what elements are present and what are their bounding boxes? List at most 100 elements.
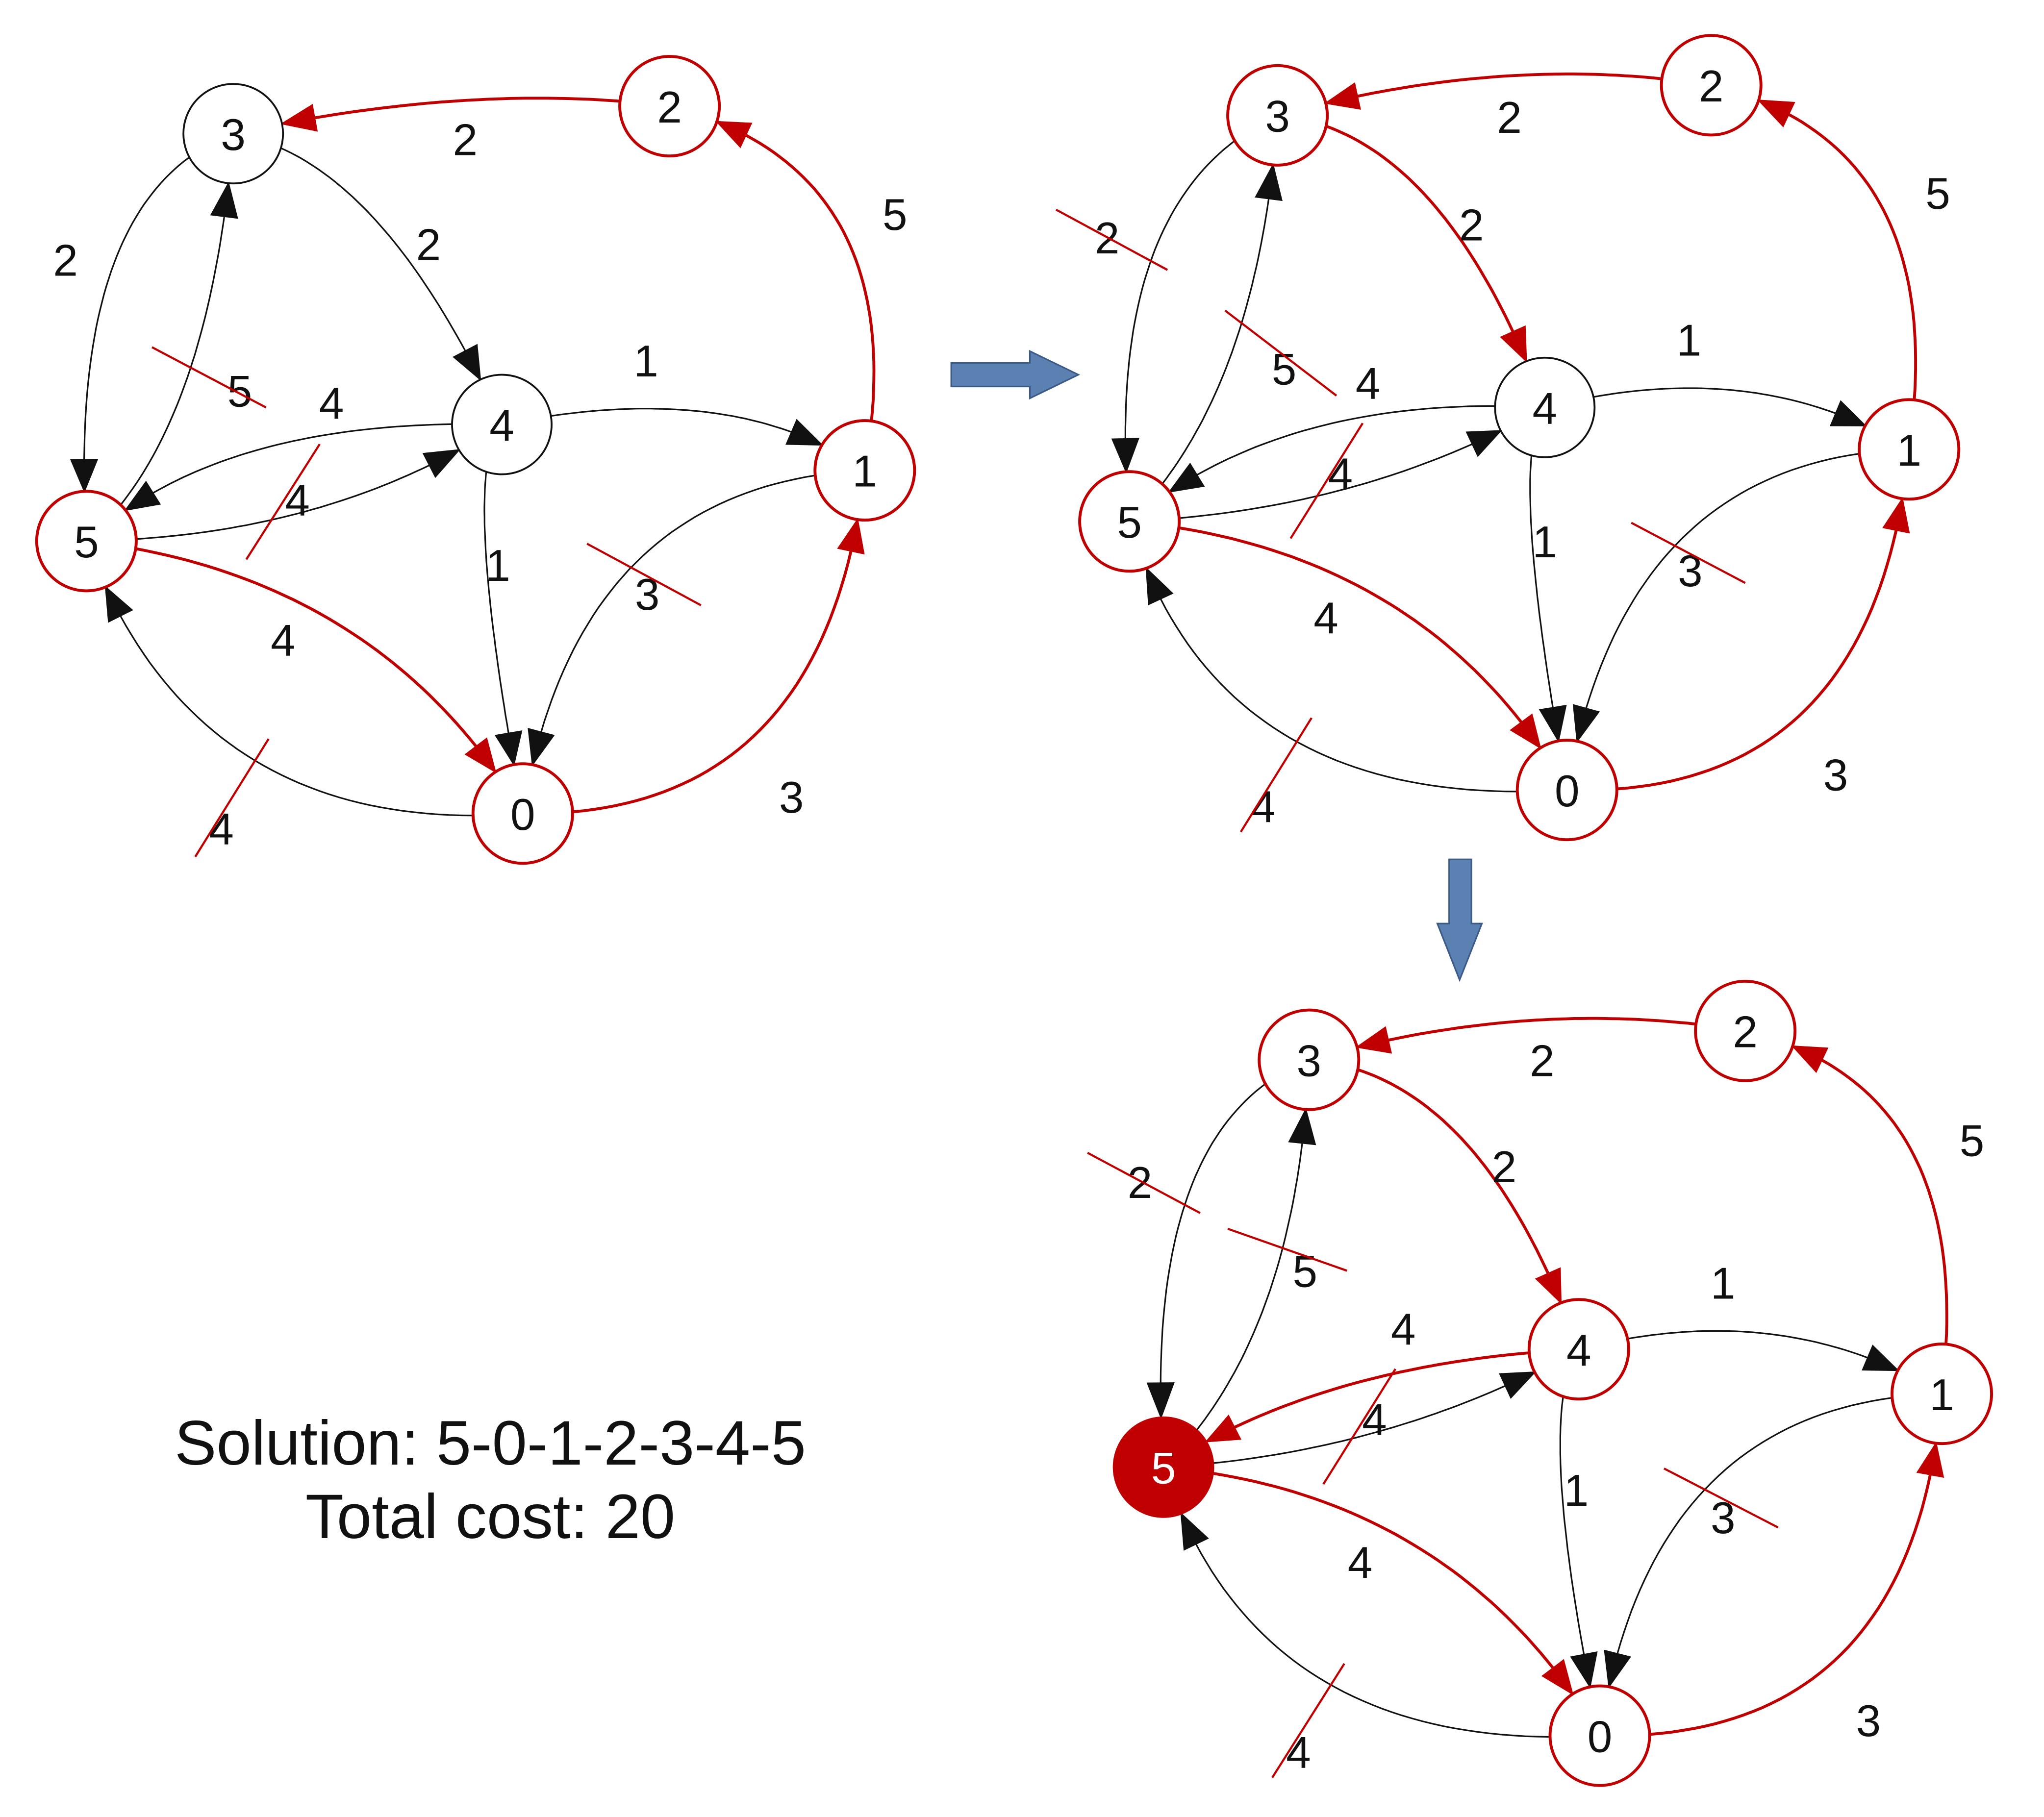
edge-n1-to-n0: [1585, 453, 1860, 709]
edge-weight-n3-to-n5: 2: [1128, 1158, 1153, 1208]
edge-weight-n4-to-n5: 4: [1356, 359, 1381, 409]
arrowhead-n3-to-n5: [70, 459, 99, 493]
arrowhead-n2-to-n3: [280, 104, 318, 132]
arrowhead-n0-to-n1: [1916, 1441, 1944, 1478]
edge-n1-to-n0: [1616, 1397, 1893, 1654]
edge-n5-to-n3: [1196, 1143, 1303, 1431]
edge-n5-to-n0: [1212, 1471, 1554, 1669]
node-label: 5: [74, 518, 99, 567]
node-2: 2: [1694, 979, 1797, 1082]
strike-mark: [1271, 1663, 1345, 1778]
edge-weight-n2-to-n3: 2: [1530, 1036, 1555, 1086]
edge-weight-n5-to-n4: 4: [285, 476, 310, 525]
arrowhead-n4-to-n1: [1829, 400, 1867, 426]
node-0: 0: [471, 762, 574, 865]
node-label: 3: [1296, 1036, 1321, 1086]
edge-n5-to-n4: [136, 464, 430, 540]
node-5: 5: [1112, 1416, 1214, 1518]
arrowhead-n5-to-n0: [464, 737, 497, 773]
edge-n4-to-n0: [1529, 455, 1554, 708]
node-circle: [1494, 356, 1596, 458]
node-2: 2: [1660, 34, 1763, 137]
node-1: 1: [813, 419, 916, 522]
node-label: 4: [1533, 384, 1558, 433]
solution-summary: Solution: 5-0-1-2-3-4-5 Total cost: 20: [147, 1407, 833, 1554]
edge-n5-to-n3: [1161, 199, 1270, 485]
node-5: 5: [1078, 470, 1181, 573]
edge-n4-to-n5: [1196, 405, 1495, 476]
node-label: 2: [1699, 62, 1724, 111]
arrowhead-n4-to-n0: [1539, 704, 1567, 743]
edge-weight-n2-to-n3: 2: [1497, 93, 1522, 143]
edge-weight-n5-to-n3: 5: [227, 367, 252, 417]
arrowhead-n0-to-n5: [104, 585, 133, 623]
node-label: 1: [1929, 1370, 1954, 1420]
arrowhead-n4-to-n1: [1862, 1344, 1900, 1371]
node-5: 5: [35, 490, 138, 593]
edge-n1-to-n2: [745, 134, 876, 422]
edge-weight-n4-to-n1: 1: [1676, 316, 1701, 365]
edge-weight-n4-to-n1: 1: [1711, 1259, 1736, 1309]
edge-weight-n1-to-n0: 3: [635, 570, 660, 620]
node-1: 1: [1891, 1343, 1994, 1445]
solution-total-cost: Total cost: 20: [305, 1482, 676, 1552]
node-4: 4: [1494, 356, 1596, 458]
arrowhead-n4-to-n5: [124, 480, 161, 511]
edge-n5-to-n0: [135, 547, 478, 747]
node-circle: [618, 55, 721, 158]
arrowhead-n3-to-n4: [453, 344, 481, 381]
node-circle: [1527, 1298, 1630, 1401]
edge-n4-to-n1: [1593, 387, 1836, 414]
node-label: 3: [221, 110, 246, 160]
edges-group: [70, 97, 876, 817]
strike-mark: [194, 738, 270, 858]
arrowhead-n5-to-n0: [1510, 713, 1541, 749]
edge-n0-to-n5: [1160, 598, 1517, 793]
node-circle: [1112, 1416, 1214, 1518]
nodes-group: 3 2 4 1 5 0: [1112, 979, 1994, 1787]
node-label: 2: [657, 83, 682, 132]
edge-n0-to-n1: [1649, 1474, 1932, 1736]
node-label: 0: [510, 790, 535, 840]
edge-n5-to-n4: [1213, 1385, 1506, 1464]
node-circle: [35, 490, 138, 593]
strike-mark: [1289, 423, 1364, 539]
node-circle: [1660, 34, 1763, 137]
node-4: 4: [1527, 1298, 1630, 1401]
strike-mark: [1087, 1152, 1201, 1214]
arrowhead-n1-to-n0: [1604, 1649, 1631, 1689]
edge-n3-to-n5: [1160, 1083, 1266, 1383]
node-circle: [1515, 739, 1618, 842]
arrowhead-n5-to-n4: [422, 449, 461, 478]
flow-arrow-down: [1436, 858, 1483, 982]
arrowhead-n0-to-n5: [1145, 567, 1174, 605]
edge-weight-n0-to-n5: 4: [1251, 782, 1276, 832]
edge-weight-n4-to-n1: 1: [633, 337, 658, 386]
edge-n3-to-n5: [83, 156, 190, 460]
arrowhead-n1-to-n2: [1791, 1045, 1829, 1073]
edge-n3-to-n4: [280, 147, 466, 351]
edge-weight-n1-to-n2: 5: [1960, 1116, 1985, 1166]
solution-route: Solution: 5-0-1-2-3-4-5: [175, 1408, 806, 1478]
panels-layer: 2534225441134324150253422544113432415025…: [35, 34, 1994, 1787]
node-circle: [182, 83, 284, 185]
node-2: 2: [618, 55, 721, 158]
edge-n1-to-n0: [540, 474, 816, 733]
node-3: 3: [1226, 64, 1329, 167]
edge-n5-to-n3: [120, 216, 226, 506]
arrowhead-n5-to-n4: [1499, 1371, 1537, 1399]
edge-n2-to-n3: [314, 97, 620, 120]
node-label: 0: [1588, 1712, 1613, 1762]
strike-mark: [1224, 309, 1337, 397]
strike-mark: [1239, 717, 1312, 833]
arrowhead-n5-to-n3: [210, 181, 238, 219]
edge-weight-n5-to-n3: 5: [1292, 1247, 1317, 1297]
node-circle: [1694, 979, 1797, 1082]
node-label: 1: [1896, 426, 1921, 475]
flow-arrow-right: [950, 349, 1081, 400]
node-label: 4: [489, 401, 514, 450]
strike-mark: [1055, 208, 1168, 271]
node-circle: [1891, 1343, 1994, 1445]
